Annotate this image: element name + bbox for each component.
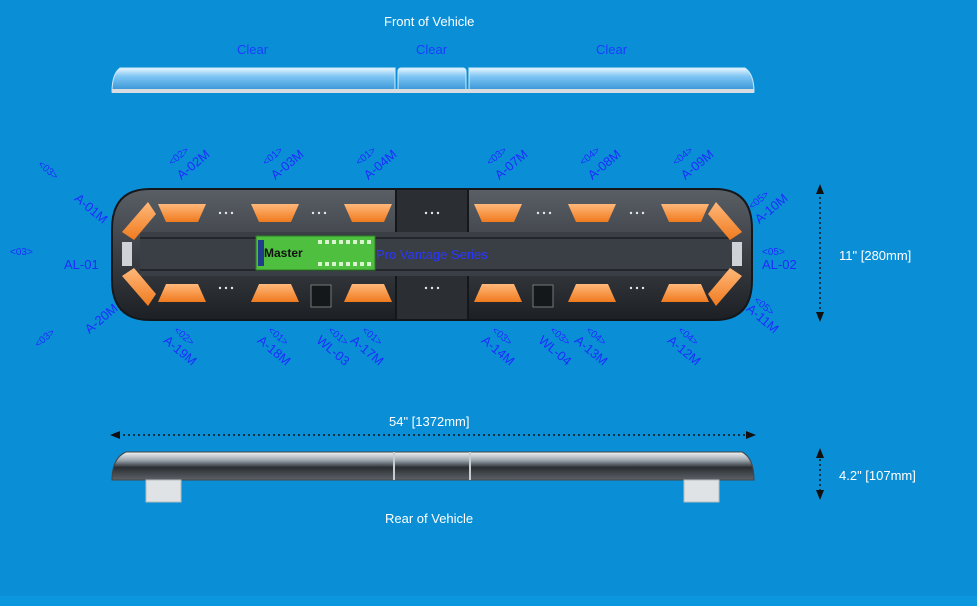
corner-code: <05>: [762, 247, 785, 258]
length-dimension: 54" [1372mm]: [389, 414, 470, 429]
front-lens-center: [397, 67, 467, 93]
corner-label: AL-02: [762, 257, 797, 272]
lens-label-right: Clear: [596, 42, 628, 57]
height-dimension: 4.2" [107mm]: [839, 468, 916, 483]
mount-foot-left: [145, 479, 182, 503]
alley-light-left: [122, 242, 132, 266]
rear-of-vehicle-title: Rear of Vehicle: [385, 511, 474, 526]
dimension-arrowheads: [110, 184, 824, 500]
series-label: Pro Vantage Series: [376, 247, 488, 262]
corner-module-tr: [708, 202, 742, 240]
worklight-block-right: [532, 284, 554, 308]
depth-dimension: 11" [280mm]: [839, 248, 912, 263]
mount-foot-right: [683, 479, 720, 503]
alley-light-right: [732, 242, 742, 266]
rear-bar: [111, 451, 755, 481]
corner-module-bl: [122, 268, 156, 306]
corner-code: <03>: [10, 247, 33, 258]
lens-label-left: Clear: [237, 42, 269, 57]
top-view: [111, 188, 753, 321]
dimension-lines: [118, 192, 821, 494]
led-modules-bottom-row: [158, 284, 709, 302]
corner-module-tl: [122, 202, 156, 240]
worklight-block-left: [310, 284, 332, 308]
front-lens-left: [111, 67, 396, 93]
rear-view: [111, 451, 755, 503]
bottom-strip: [0, 596, 977, 606]
corner-label: AL-01: [64, 257, 99, 272]
front-view: [111, 67, 755, 93]
front-lens-right: [468, 67, 755, 93]
corner-module-br: [708, 268, 742, 306]
led-modules-top-row: [158, 204, 709, 222]
front-of-vehicle-title: Front of Vehicle: [384, 14, 475, 29]
lens-label-center: Clear: [416, 42, 448, 57]
pcb-master-label: Master: [264, 246, 303, 260]
